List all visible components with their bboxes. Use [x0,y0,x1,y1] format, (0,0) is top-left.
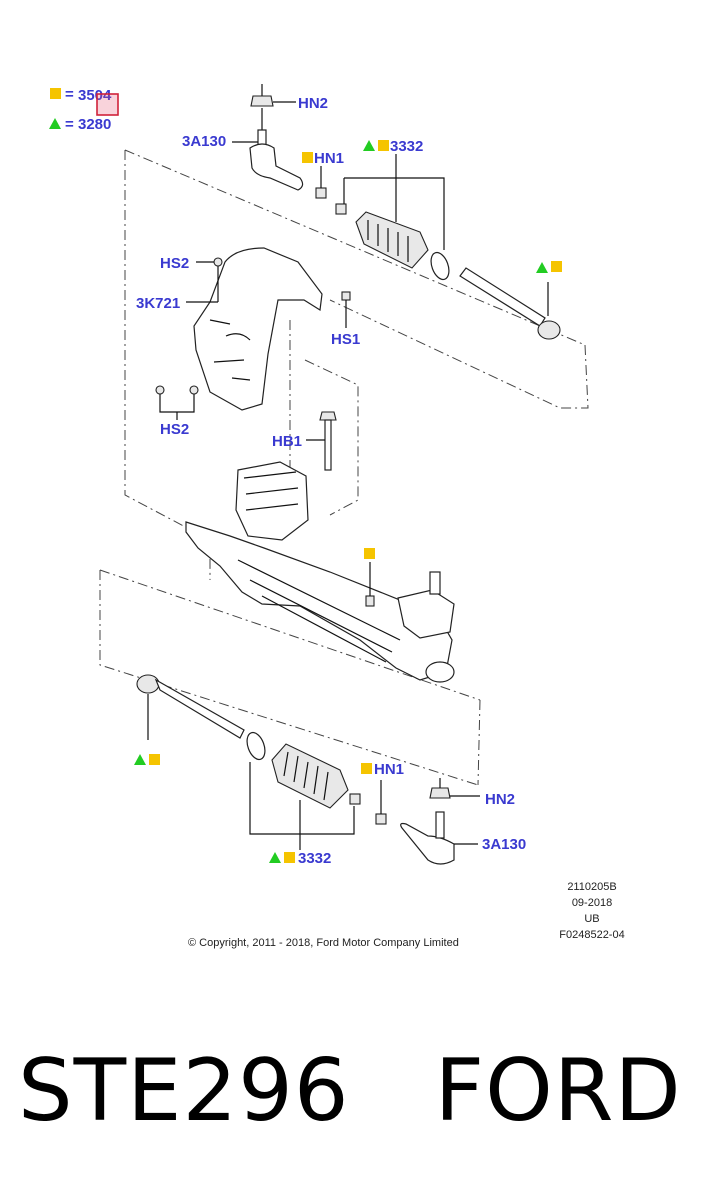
top-hn2-nut [250,95,274,107]
rack-housing [185,521,453,681]
legend-triangle-code: 3280 [78,116,111,133]
label-hs2-top[interactable]: HS2 [160,255,189,272]
label-3a130-bottom[interactable]: 3A130 [482,836,526,853]
hb1-bolt-assembly [306,411,337,471]
legend-equals-2: = [65,116,74,133]
top-tie-rod-end [232,84,561,340]
legend-triangle-icon [49,118,61,129]
bottom-boot [271,743,349,809]
info-line-4: F0248522-04 [559,929,624,941]
info-line-2: 09-2018 [572,897,612,909]
label-hn2-top[interactable]: HN2 [298,95,328,112]
label-hn1-top[interactable]: HN1 [314,150,344,167]
bottom-hn2-nut [429,787,451,799]
top-clamp [430,251,450,281]
footer-part-code: STE296 FORD [18,1041,682,1141]
rack-motor-housing [235,461,309,541]
bottom-inner-ball-joint [136,674,160,694]
top-hn1-nut [315,187,327,199]
info-line-3: UB [584,913,599,925]
upper-dash-mid [304,359,359,516]
steering-rack [185,461,455,683]
lower-dash-right [477,699,481,786]
label-3k721[interactable]: 3K721 [136,295,180,312]
highlight-box[interactable] [96,93,119,116]
top-inner-ball-joint [537,320,561,340]
copyright-text: © Copyright, 2011 - 2018, Ford Motor Com… [188,937,459,949]
upper-dash-top [124,149,586,346]
top-boot [355,211,429,269]
part-labels: HN2 3A130 HN1 3332 HS2 3K721 HS1 HS2 HB1… [136,95,562,867]
label-3332-top[interactable]: 3332 [390,138,423,155]
bottom-inner-tie-rod [154,678,245,739]
label-hs1[interactable]: HS1 [331,331,360,348]
drawing-info: 2110205B 09-2018 UB F0248522-04 © Copyri… [188,881,625,949]
heat-shield-body [193,247,323,411]
upper-dash-right [329,299,589,409]
bottom-hn1-nut [375,813,387,825]
label-hs2-bottom[interactable]: HS2 [160,421,189,438]
steering-rack-exploded-diagram: = 3504 = 3280 [49,84,625,949]
label-hb1[interactable]: HB1 [272,433,302,450]
label-hn2-bottom[interactable]: HN2 [485,791,515,808]
top-inner-tie-rod [459,267,546,327]
label-3332-bottom[interactable]: 3332 [298,850,331,867]
heat-shield [155,247,351,420]
hs1-bolt [341,291,351,301]
legend-equals: = [65,86,74,103]
legend-square-icon [50,88,61,99]
lower-dash-outline [99,570,479,786]
legend: = 3504 = 3280 [49,86,119,133]
upper-dash-outline [124,150,211,580]
bottom-tie-rod-end [375,778,480,865]
bottom-tie-rod-end-body [400,822,455,865]
info-line-1: 2110205B [567,881,616,893]
legend-square-code: 3504 [78,87,112,104]
bottom-clamp [246,731,266,761]
bottom-tie-rod-assembly [134,674,361,850]
label-3a130-top[interactable]: 3A130 [182,133,226,150]
top-tie-rod-end-body [249,143,304,191]
label-hn1-bottom[interactable]: HN1 [374,761,404,778]
